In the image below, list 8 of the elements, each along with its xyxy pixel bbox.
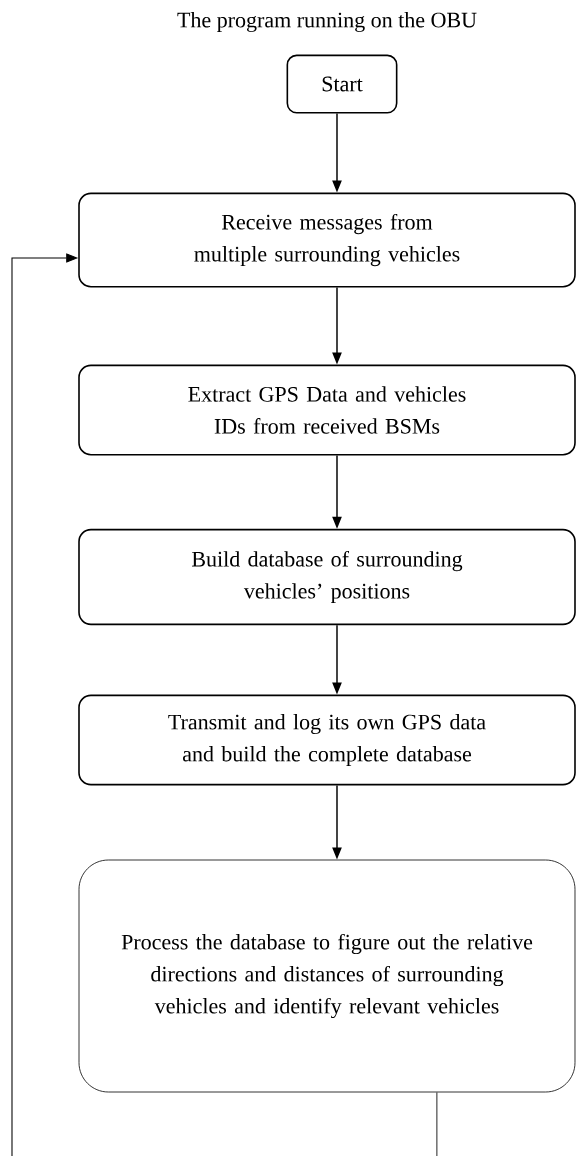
process-box: Process the database to figure out the relative directions and distances of surrounding vehicles and identify relevant vehicles xyxy=(78,859,576,1093)
arrow xyxy=(11,253,438,1156)
start-box: Start xyxy=(286,54,398,114)
title: The program running on the OBU xyxy=(177,12,477,32)
process-box: Extract GPS Data and vehicles IDs from received BSMs xyxy=(78,364,576,456)
process-box: Transmit and log its own GPS data and build the complete database xyxy=(78,694,576,786)
process-box: Receive messages from multiple surrounding vehicles xyxy=(78,192,576,288)
process-box: Build database of surrounding vehicles’ positions xyxy=(78,528,576,626)
